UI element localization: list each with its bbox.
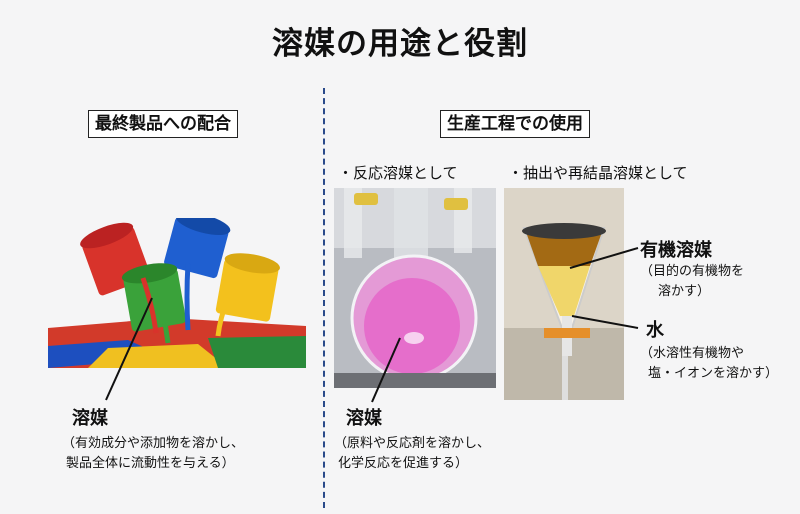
flask-desc-2: 化学反応を促進する） [338, 456, 469, 471]
flask-desc-1: （原料や反応剤を溶かし、 [334, 436, 491, 451]
organic-solvent-label: 有機溶媒 [640, 240, 712, 261]
page-title: 溶媒の用途と役割 [272, 26, 528, 62]
water-label: 水 [646, 320, 664, 341]
heading-production: 生産工程での使用 [440, 110, 590, 138]
water-desc-1: （水溶性有機物や [640, 346, 745, 361]
heading-final-product: 最終製品への配合 [88, 110, 238, 138]
organic-desc-1: （目的の有機物を [640, 264, 745, 279]
paint-cans-image [48, 218, 306, 368]
dashed-divider [323, 88, 325, 508]
separatory-funnel-image [504, 188, 624, 400]
solvent-label-flask: 溶媒 [346, 408, 382, 429]
solvent-desc-left-1: （有効成分や添加物を溶かし、 [62, 436, 245, 451]
bullet-extraction-solvent: ・抽出や再結晶溶媒として [508, 164, 688, 182]
solvent-label-left: 溶媒 [72, 408, 108, 429]
solvent-desc-left-2: 製品全体に流動性を与える） [66, 456, 235, 471]
organic-desc-2: 溶かす） [658, 284, 711, 299]
bullet-reaction-solvent: ・反応溶媒として [338, 164, 458, 182]
water-desc-2: 塩・イオンを溶かす） [648, 366, 779, 381]
reaction-flask-image [334, 188, 496, 388]
